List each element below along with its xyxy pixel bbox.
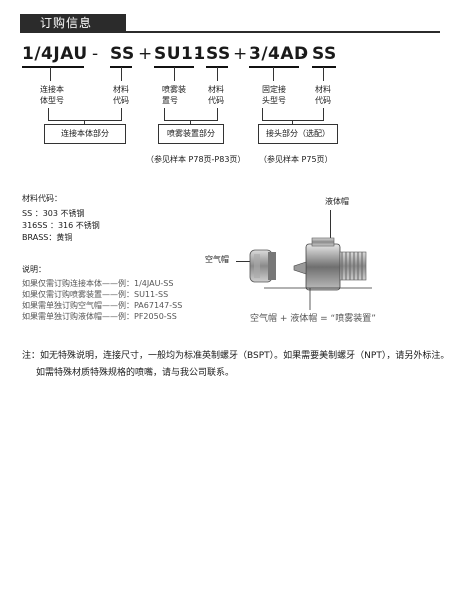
spray-ref: （参见样本 P78页-P83页） — [146, 155, 246, 164]
material-row: SS ：303 不锈钢 — [22, 209, 85, 218]
air-cap-shape — [249, 249, 276, 283]
code-part-material: SS — [110, 44, 135, 64]
leader-line — [236, 261, 250, 262]
air-cap-label: 空气帽 — [205, 255, 229, 264]
bracket-line — [164, 120, 218, 121]
underline — [110, 66, 132, 68]
underline — [22, 66, 84, 68]
bracket-line — [121, 108, 122, 120]
liquid-cap-shape — [293, 237, 367, 291]
code-part-joint: 3/4AD — [249, 44, 309, 64]
bracket-line — [262, 120, 324, 121]
label-body-model: 连接本体型号 — [40, 85, 64, 105]
bracket-line — [84, 120, 85, 124]
spray-part-box: 喷雾装置部分 — [158, 124, 224, 144]
explain-row: 如果仅需订购连接本体——例：1/4JAU-SS — [22, 279, 174, 288]
bracket-line — [217, 108, 218, 120]
explain-title: 说明： — [22, 265, 46, 274]
underline — [312, 66, 336, 68]
label-material-code: 材料代码 — [113, 85, 129, 105]
bracket-line — [190, 120, 191, 124]
bracket-line — [262, 108, 263, 120]
label-joint-model: 固定接头型号 — [262, 85, 286, 105]
bracket-line — [48, 108, 49, 120]
leader-line — [330, 210, 331, 244]
section-header: 订购信息 — [20, 14, 126, 32]
bracket-line — [164, 108, 165, 120]
explain-row: 如果需单独订购空气帽——例：PA67147-SS — [22, 301, 183, 310]
bracket-line — [48, 120, 122, 121]
code-part-spray: SU11 — [154, 44, 206, 64]
label-material-code: 材料代码 — [315, 85, 331, 105]
code-dash: - — [301, 44, 308, 64]
connector-line — [50, 67, 51, 81]
connector-line — [217, 67, 218, 81]
explain-row: 如果仅需订购喷雾装置——例：SU11-SS — [22, 290, 169, 299]
explain-row: 如果需单独订购液体帽——例：PF2050-SS — [22, 312, 177, 321]
code-plus: + — [138, 44, 153, 64]
underline — [249, 66, 299, 68]
code-dash: - — [195, 44, 202, 64]
underline — [206, 66, 228, 68]
label-material-code: 材料代码 — [208, 85, 224, 105]
liquid-cap-label: 液体帽 — [325, 197, 349, 206]
connector-line — [174, 67, 175, 81]
body-part-box: 连接本体部分 — [44, 124, 126, 144]
materials-list: SS ：303 不锈钢 316SS ：316 不锈钢 BRASS：黄铜 — [22, 208, 100, 244]
label-spray-model: 喷雾装置号 — [162, 85, 186, 105]
header-rule — [20, 31, 440, 33]
code-part-material: SS — [312, 44, 337, 64]
underline — [154, 66, 194, 68]
note-line-1: 注：如无特殊说明，连接尺寸，一般均为标准英制螺牙（BSPT）。如果需要美制螺牙（… — [22, 351, 450, 361]
bracket-line — [292, 120, 293, 124]
code-dash: - — [92, 44, 99, 64]
material-row: 316SS ：316 不锈钢 — [22, 221, 100, 230]
connector-line — [323, 67, 324, 81]
code-plus: + — [233, 44, 248, 64]
code-part-material: SS — [206, 44, 231, 64]
connector-line — [273, 67, 274, 81]
material-row: BRASS：黄铜 — [22, 233, 73, 242]
joint-ref: （参见样本 P75页） — [259, 155, 333, 164]
bracket-line — [323, 108, 324, 120]
spray-assembly-image — [249, 237, 372, 310]
joint-part-box: 接头部分（选配） — [258, 124, 338, 144]
code-part-body: 1/4JAU — [22, 44, 88, 64]
materials-title: 材料代码： — [22, 194, 62, 203]
figure-caption: 空气帽 + 液体帽 = “喷雾装置” — [250, 314, 376, 324]
explain-list: 如果仅需订购连接本体——例：1/4JAU-SS 如果仅需订购喷雾装置——例：SU… — [22, 278, 182, 322]
note-line-2: 如需特殊材质特殊规格的喷嘴，请与我公司联系。 — [36, 368, 235, 378]
connector-line — [121, 67, 122, 81]
